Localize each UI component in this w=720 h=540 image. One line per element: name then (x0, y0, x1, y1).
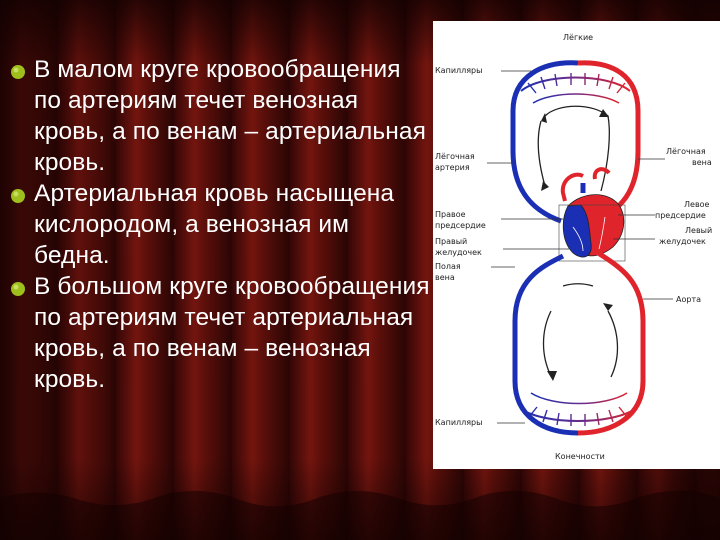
label-left-ventricle: желудочек (659, 237, 706, 246)
circulation-diagram: Лёгкие Капилляры Лёгочная артерия Лёгочн… (433, 21, 720, 469)
label-pulmonary-artery: Лёгочная (435, 152, 475, 161)
label-aorta: Аорта (676, 295, 701, 304)
bullet-text: Артериальная кровь насыщена кислородом, … (34, 180, 395, 269)
label-pulmonary-vein: Лёгочная (666, 147, 706, 156)
bullet-item: В малом круге кровообращения по артериям… (10, 54, 430, 178)
leader-lines (487, 70, 673, 424)
bullet-item: Артериальная кровь насыщена кислородом, … (10, 178, 430, 271)
label-capillaries-bottom: Капилляры (435, 418, 482, 427)
label-right-atrium: Правое (435, 210, 466, 219)
bullet-list: В малом круге кровообращения по артериям… (10, 54, 430, 395)
label-capillaries-top: Капилляры (435, 66, 482, 75)
bullet-marker-icon (11, 282, 25, 296)
label-left-atrium: Левое (684, 200, 710, 209)
label-right-atrium: предсердие (435, 221, 486, 230)
bullet-text: В малом круге кровообращения по артериям… (34, 56, 427, 176)
label-left-atrium: предсердие (655, 211, 706, 220)
label-pulmonary-vein: вена (692, 158, 712, 167)
label-right-ventricle: желудочек (435, 248, 482, 257)
heart-illustration (558, 167, 626, 262)
bullet-marker-icon (11, 189, 25, 203)
label-lungs: Лёгкие (563, 33, 593, 42)
label-vena-cava: вена (435, 273, 455, 282)
pulmonary-circuit (510, 60, 641, 224)
label-left-ventricle: Левый (685, 226, 712, 235)
label-pulmonary-artery: артерия (435, 163, 470, 172)
systemic-circuit (512, 248, 646, 436)
bullet-item: В большом круге кровообращения по артери… (10, 271, 430, 395)
label-vena-cava: Полая (435, 262, 461, 271)
label-limbs: Конечности (555, 452, 605, 461)
bullet-marker-icon (11, 65, 25, 79)
bullet-text: В большом круге кровообращения по артери… (34, 273, 430, 393)
label-right-ventricle: Правый (435, 237, 467, 246)
